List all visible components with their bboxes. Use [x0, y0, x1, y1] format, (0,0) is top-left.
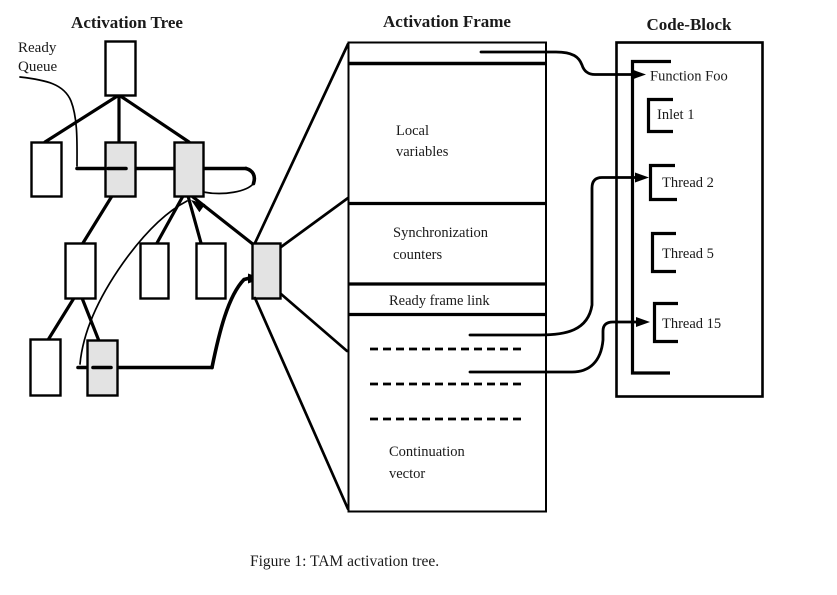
arrowhead-thread-15 [636, 317, 650, 327]
activation-tree: Activation Tree Ready Queue [18, 13, 282, 397]
arrowhead-up-into-ready2 [191, 200, 206, 213]
activation-tree-title: Activation Tree [71, 13, 183, 32]
projection-line-bottom [253, 296, 350, 511]
tree-edge-root-ready2 [117, 93, 191, 144]
zoom-projection-lines [253, 42, 350, 511]
tree-node-root [104, 40, 137, 97]
ready-queue-curl-outer [244, 166, 257, 186]
activation-frame-title: Activation Frame [383, 12, 511, 31]
code-block-title: Code-Block [647, 15, 733, 34]
projection-line-upper-mid [279, 196, 350, 249]
projection-line-top [253, 42, 350, 245]
code-block-spine-bracket [630, 59, 671, 375]
projection-line-lower-mid [279, 292, 349, 353]
frame-local-variables-line2: variables [396, 144, 449, 160]
tree-node-white-1 [30, 141, 63, 198]
ready-queue-label-line2: Queue [18, 59, 57, 75]
ready-queue-curve-to-ready3 [210, 276, 250, 370]
thread-15-bracket [652, 301, 678, 344]
inlet-1-bracket [646, 97, 673, 134]
code-entry-thread-2: Thread 2 [662, 175, 714, 191]
tree-node-ready-3 [251, 242, 282, 300]
pointer-to-thread-2 [468, 176, 638, 337]
ready-queue-curve-to-ready2 [79, 200, 188, 365]
tree-edge-ready1-w2 [81, 194, 114, 245]
thread-2-bracket [648, 163, 677, 202]
ready-queue-head-curve [19, 76, 78, 167]
code-entry-inlet-1: Inlet 1 [657, 107, 694, 123]
thread-5-bracket [650, 231, 676, 274]
tree-edge-ready2-w3 [155, 194, 185, 245]
code-block: Code-Block Function Foo Inlet 1 Thread 2… [615, 15, 764, 398]
code-block-box [615, 41, 764, 398]
tree-node-white-4 [195, 242, 227, 300]
code-entry-thread-15: Thread 15 [662, 316, 721, 332]
activation-frame: Activation Frame Local variables Synchro… [347, 12, 547, 513]
frame-continuation-vector-line1: Continuation [389, 444, 465, 460]
code-entry-thread-5: Thread 5 [662, 246, 714, 262]
pointer-to-thread-15 [468, 320, 639, 374]
frame-continuation-vector-line2: vector [389, 466, 425, 482]
tree-edge-w2-w5 [46, 296, 76, 342]
frame-sync-counters-line1: Synchronization [393, 225, 489, 241]
pointer-to-function-foo [479, 50, 635, 76]
ready-queue-label-line1: Ready [18, 40, 57, 56]
activation-frame-box [347, 41, 547, 513]
tree-node-ready-2 [173, 141, 205, 198]
tree-node-white-2 [64, 242, 97, 300]
arrowhead-thread-2 [635, 172, 649, 183]
tree-edge-root-w1 [43, 93, 121, 144]
code-entry-function-foo: Function Foo [650, 69, 728, 85]
arrowhead-function-foo [632, 69, 646, 80]
figure-caption: Figure 1: TAM activation tree. [250, 553, 439, 570]
frame-sync-counters-line2: counters [393, 247, 442, 263]
tree-edge-ready2-w4 [186, 194, 203, 245]
frame-to-codeblock-pointers [468, 50, 650, 374]
ready-queue-curl-inner [202, 182, 255, 195]
tree-node-white-5 [29, 338, 62, 397]
frame-local-variables-line1: Local [396, 123, 429, 139]
tree-node-white-3 [139, 242, 170, 300]
frame-ready-frame-link-label: Ready frame link [389, 293, 490, 309]
